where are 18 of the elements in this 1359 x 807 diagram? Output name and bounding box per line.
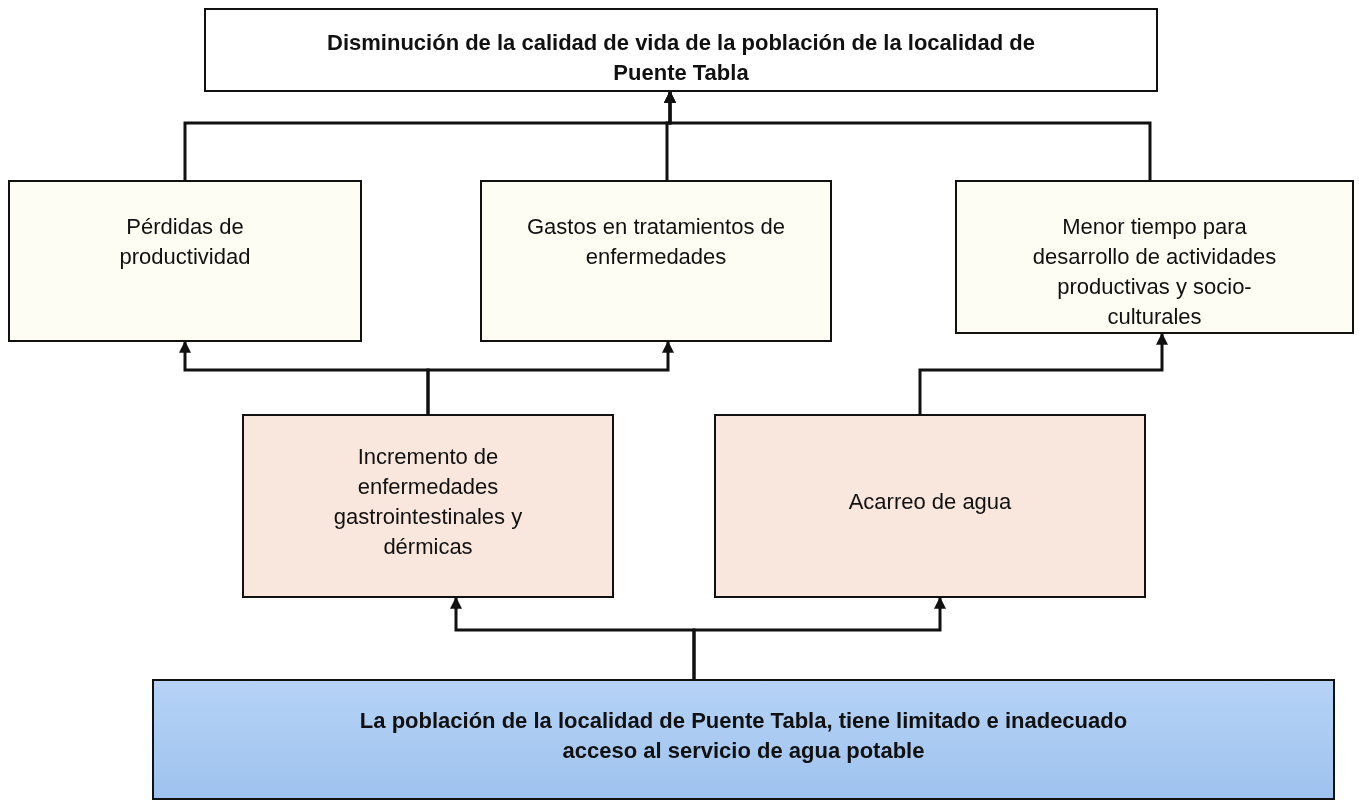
box-text: Incremento de enfermedades gastrointestinales y dérmicas <box>332 443 524 561</box>
box-text: La población de la localidad de Puente Tabla, tiene limitado e inadecuado acceso al servicio de agua potable <box>358 706 1129 765</box>
connector-arrow <box>692 596 946 679</box>
text-box <box>152 679 1335 800</box>
text-box <box>480 180 832 342</box>
box-text: Acarreo de agua <box>848 488 1012 516</box>
box-text: Pérdidas de productividad <box>118 213 252 271</box>
text-box <box>955 180 1354 334</box>
box-text: Gastos en tratamientos de enfermedades <box>526 213 786 271</box>
box-text: Disminución de la calidad de vida de la población de la localidad de Puente Tabla <box>326 29 1036 87</box>
text-box <box>714 414 1146 598</box>
connector-arrow <box>664 90 1152 180</box>
text-box <box>8 180 362 342</box>
connector-arrow <box>918 332 1168 414</box>
text-box <box>204 8 1158 92</box>
box-text: Menor tiempo para desarrollo de actividades productivas y socio-culturales <box>1031 213 1278 331</box>
text-box <box>242 414 614 598</box>
connector-arrow <box>426 340 674 414</box>
